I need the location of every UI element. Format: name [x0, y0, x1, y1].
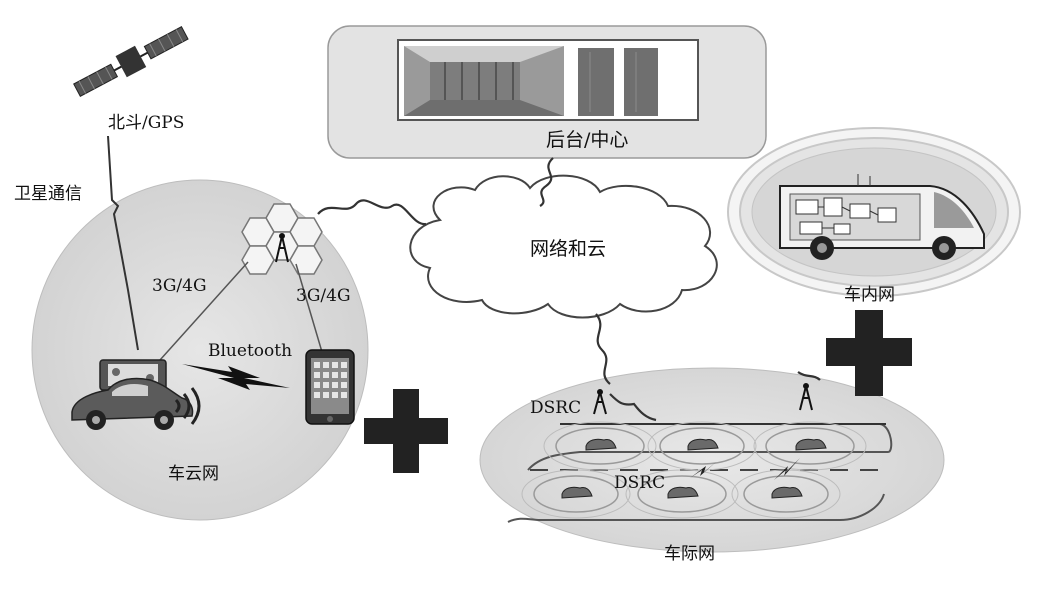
inter-vehicle-network-area: [479, 367, 945, 553]
network-cloud-label: 网络和云: [530, 238, 607, 260]
satellite-comm-label: 卫星通信: [14, 184, 82, 204]
plus-sign-right: [826, 310, 912, 396]
network-cloud-shape: [409, 174, 718, 319]
in-vehicle-network-label: 车内网: [844, 285, 895, 305]
van-icon: [779, 174, 985, 260]
car-icon: [71, 377, 194, 430]
satellite-icon: [73, 26, 189, 98]
satellite-link: [107, 135, 139, 351]
vehicle-cloud-network-label: 车云网: [168, 464, 219, 484]
link-3g4g-left-label: 3G/4G: [152, 276, 207, 296]
cell-tower-icon: [241, 203, 323, 275]
wifi-signal-icon: [174, 387, 201, 425]
backend-center-panel: [327, 25, 767, 159]
beidou-gps-label: 北斗/GPS: [108, 113, 185, 133]
roadside-tower-left: [593, 389, 607, 415]
wavy-links: [317, 157, 821, 422]
smartphone-icon: [305, 349, 355, 425]
cellular-links: [159, 261, 323, 361]
backend-center-label: 后台/中心: [546, 129, 629, 151]
link-3g4g-right-label: 3G/4G: [296, 286, 351, 306]
inter-vehicle-network-label: 车际网: [664, 544, 715, 564]
vehicle-cells: [533, 427, 855, 513]
bluetooth-link: [182, 364, 290, 390]
server-room-icon: [404, 46, 658, 116]
dsrc-tower-label: DSRC: [530, 398, 582, 418]
bluetooth-label: Bluetooth: [208, 341, 293, 361]
small-cars: [561, 438, 827, 499]
dsrc-links: [690, 458, 800, 480]
roadside-tower-right: [799, 383, 813, 411]
vehicle-cells-outer: [521, 421, 867, 519]
dsrc-vehicles-label: DSRC: [614, 473, 666, 493]
vehicle-cloud-network-area: [31, 179, 369, 521]
plus-sign-left: [364, 389, 448, 473]
